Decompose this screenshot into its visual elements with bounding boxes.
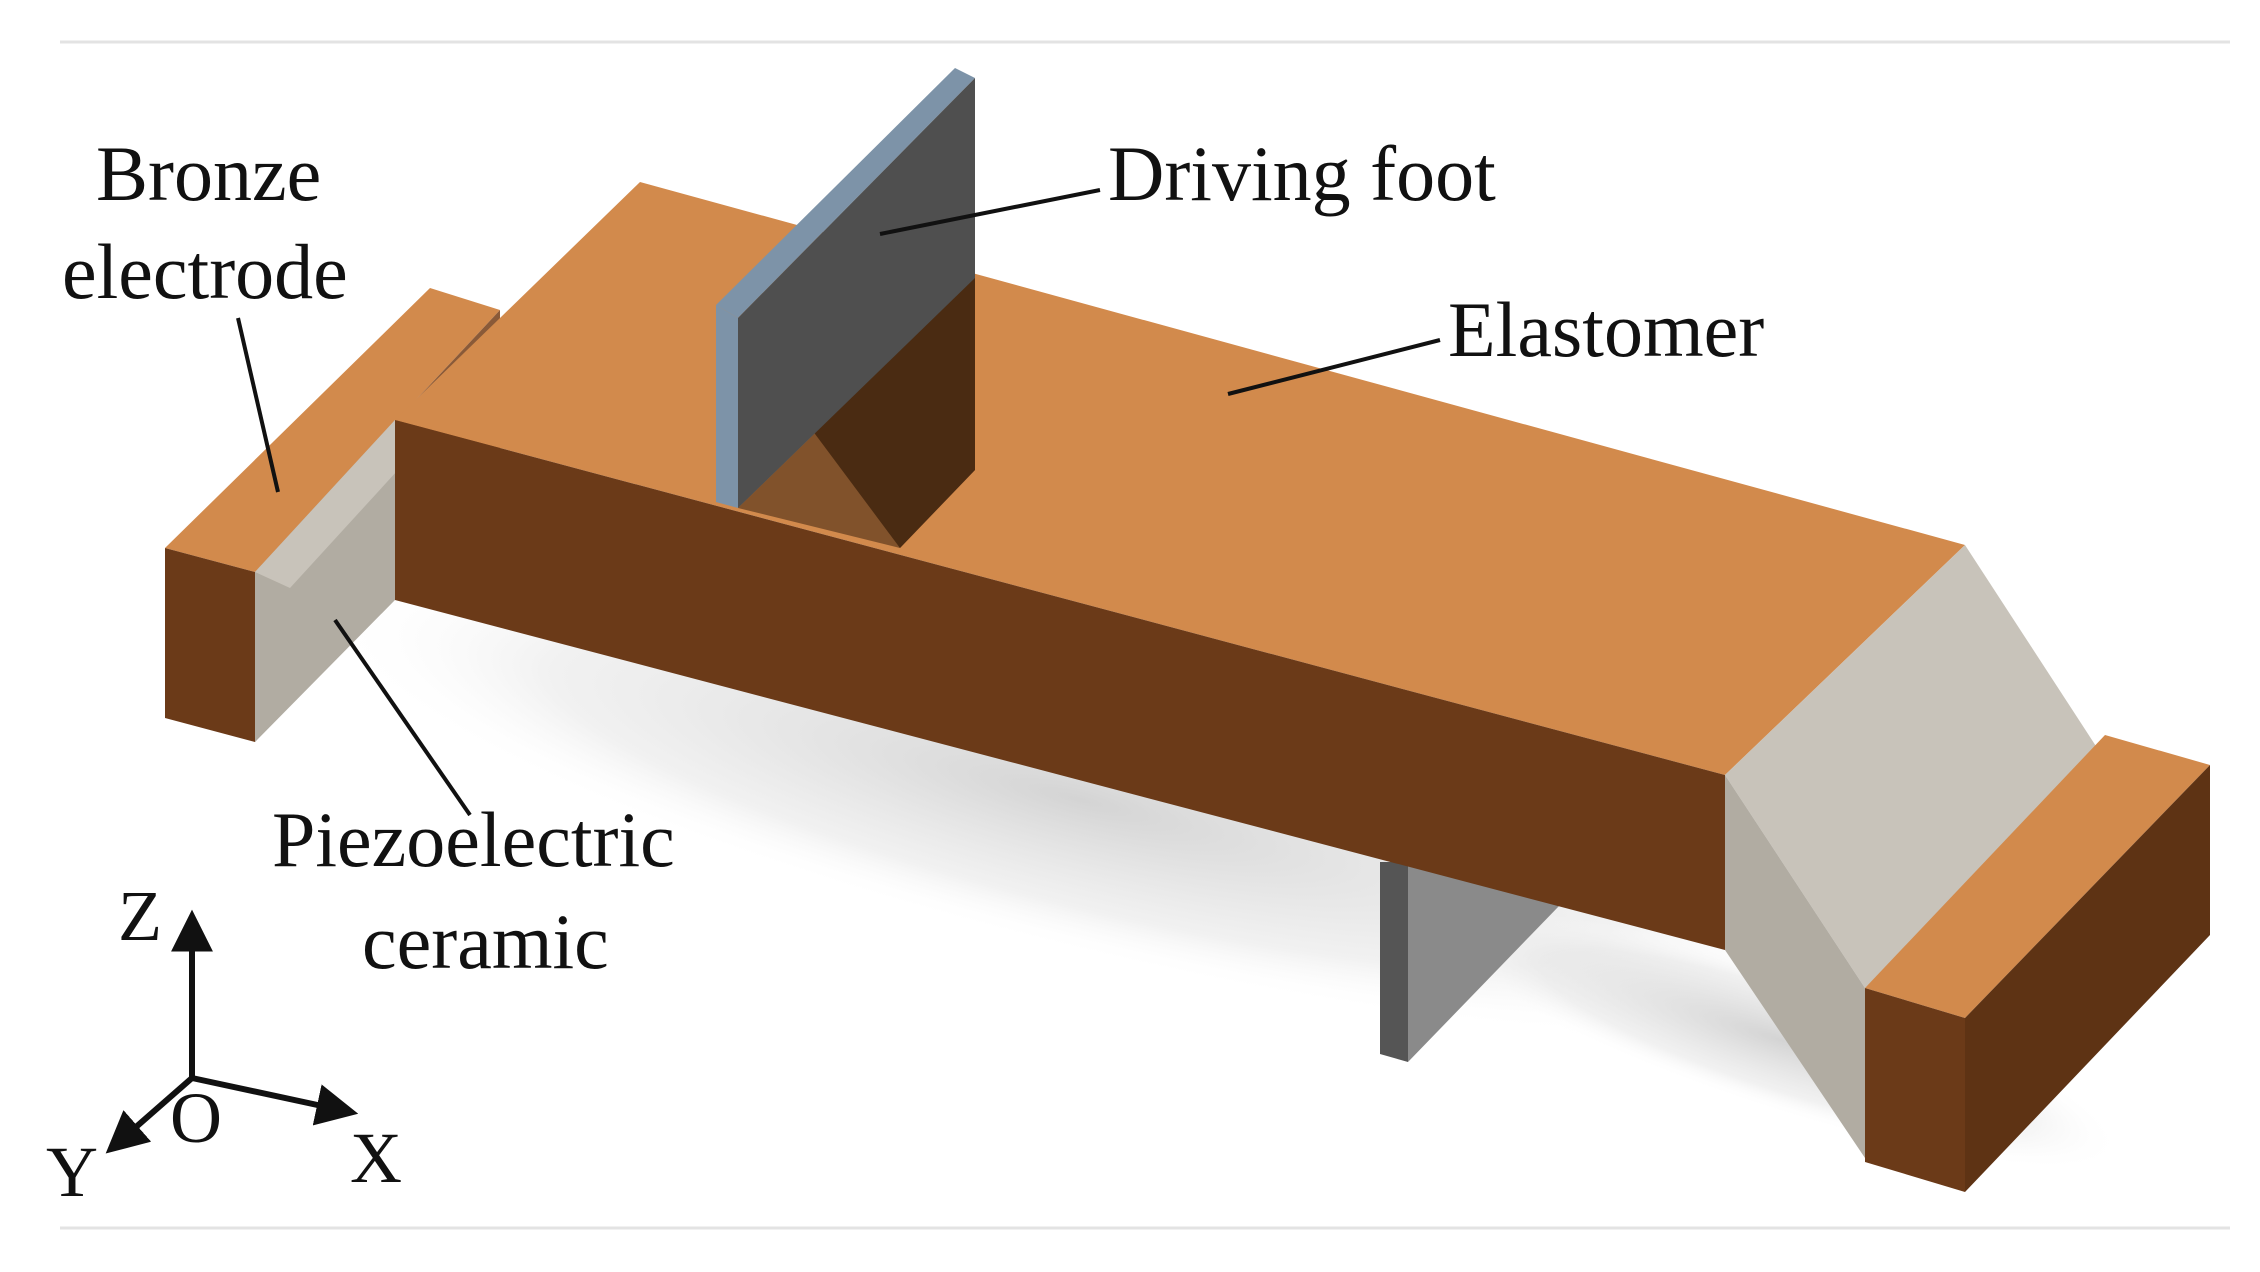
driving-foot-upper-edge-side (716, 305, 738, 508)
y-axis-arrow (105, 1075, 194, 1154)
leader-piezo-ceramic (333, 618, 472, 817)
bronze-electrode-right (1865, 735, 2210, 1192)
x-axis-arrow (191, 1075, 359, 1126)
coordinate-axes: Z O X Y (46, 876, 402, 1212)
piezo-ceramic-right-front (1725, 775, 1865, 1158)
piezo-ceramic-left-top (255, 420, 430, 588)
label-bronze-electrode-line2: electrode (62, 228, 348, 315)
axis-label-y: Y (46, 1132, 98, 1212)
driving-foot-lower (1380, 862, 1560, 1062)
elastomer-front-face (395, 420, 1725, 950)
piezo-ceramic-right-top (1725, 545, 2105, 988)
bronze-electrode-right-front (1865, 988, 1965, 1192)
piezo-ceramic-left (255, 420, 430, 742)
leader-bronze-electrode (236, 317, 280, 493)
label-piezo-line2: ceramic (362, 898, 609, 985)
bronze-electrode-right-top (1865, 735, 2210, 1018)
driving-foot-upper-edge (716, 68, 975, 318)
leader-elastomer (1227, 338, 1441, 396)
driving-foot-lower-face (1380, 862, 1408, 1062)
bronze-electrode-left-front (165, 548, 255, 742)
bronze-electrode-left-top (165, 288, 500, 572)
bronze-electrode-right-side (1965, 765, 2210, 1192)
label-elastomer: Elastomer (1448, 286, 1764, 373)
axis-label-z: Z (118, 876, 162, 956)
piezo-ceramic-right (1725, 545, 2105, 1158)
label-piezo-line1: Piezoelectric (272, 796, 675, 883)
driving-foot-upper-face (738, 78, 975, 508)
driving-foot-lower-side (1408, 862, 1560, 1062)
leader-driving-foot (879, 188, 1101, 236)
axis-label-x: X (350, 1118, 402, 1198)
label-driving-foot: Driving foot (1108, 130, 1496, 217)
axis-label-origin: O (170, 1078, 222, 1158)
driving-foot-upper (716, 68, 975, 548)
driving-foot-upper-lower-face (738, 278, 975, 548)
label-bronze-electrode-line1: Bronze (96, 130, 321, 217)
